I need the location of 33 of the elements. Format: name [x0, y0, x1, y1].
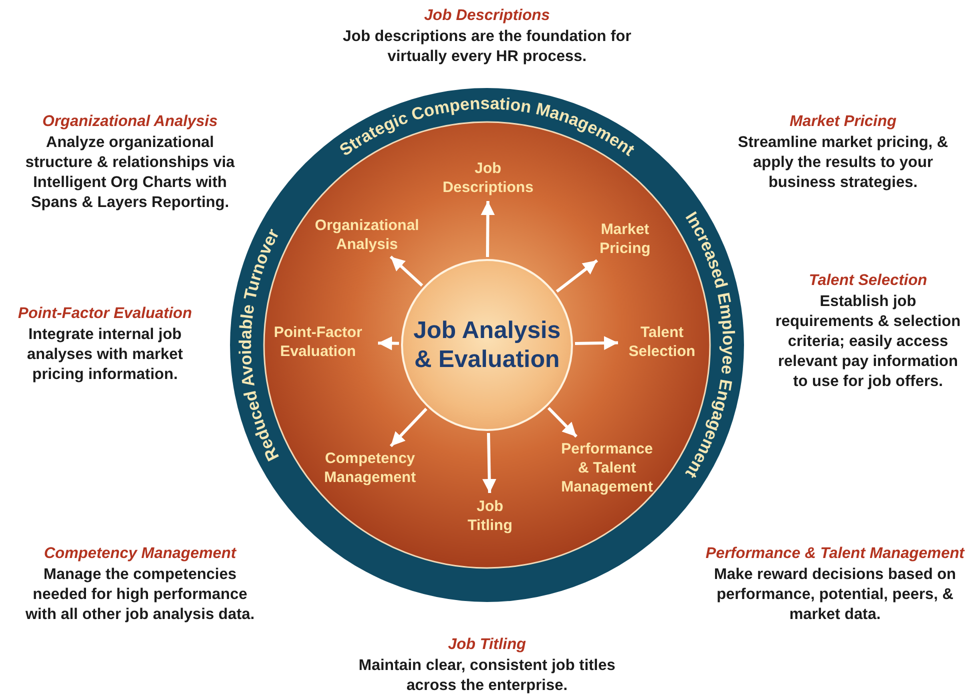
- arrow: [547, 406, 578, 438]
- description-text: Manage the competencies needed for high performance with all other job analysis data.: [24, 565, 256, 625]
- description-text: Job descriptions are the foundation for virtually every HR process.: [342, 27, 632, 67]
- spoke-label: Job Titling: [459, 497, 521, 535]
- section-heading: Job Titling: [446, 635, 528, 655]
- description-text: Maintain clear, consistent job titles across the enterprise.: [358, 656, 616, 696]
- section-heading: Job Descriptions: [423, 6, 551, 26]
- section-heading: Performance & Talent Management: [704, 544, 966, 564]
- description-text: Streamline market pricing, & apply the results to your business strategies.: [736, 133, 950, 193]
- spoke-label: Talent Selection: [622, 323, 702, 361]
- spoke-label: Organizational Analysis: [301, 216, 433, 254]
- arrow: [480, 200, 495, 258]
- spoke-label: Market Pricing: [589, 220, 661, 258]
- spoke-label: Performance & Talent Management: [556, 440, 658, 496]
- arrow: [556, 259, 598, 293]
- arrow: [574, 336, 618, 350]
- hub-title: Job Analysis & Evaluation: [412, 316, 562, 374]
- description-text: Establish job requirements & selection criteria; easily access relevant pay information to use for job offers.: [774, 292, 962, 392]
- arrow: [390, 256, 424, 287]
- spoke-label: Competency Management: [304, 449, 436, 487]
- section-heading: Market Pricing: [788, 112, 898, 132]
- description-text: Analyze organizational structure & relationships via Intelligent Org Charts with Spans & Layers Reporting.: [24, 133, 236, 213]
- description-text: Integrate internal job analyses with market pricing information.: [26, 325, 184, 385]
- spoke-label: Job Descriptions: [432, 159, 544, 197]
- arrow: [482, 432, 496, 494]
- section-heading: Talent Selection: [808, 271, 928, 291]
- spoke-label: Point-Factor Evaluation: [262, 323, 374, 361]
- arrow: [390, 408, 428, 448]
- arrow: [378, 336, 400, 350]
- section-heading: Point-Factor Evaluation: [17, 304, 193, 324]
- description-text: Make reward decisions based on performance, potential, peers, & market data.: [712, 565, 958, 625]
- section-heading: Organizational Analysis: [41, 112, 219, 132]
- section-heading: Competency Management: [42, 544, 238, 564]
